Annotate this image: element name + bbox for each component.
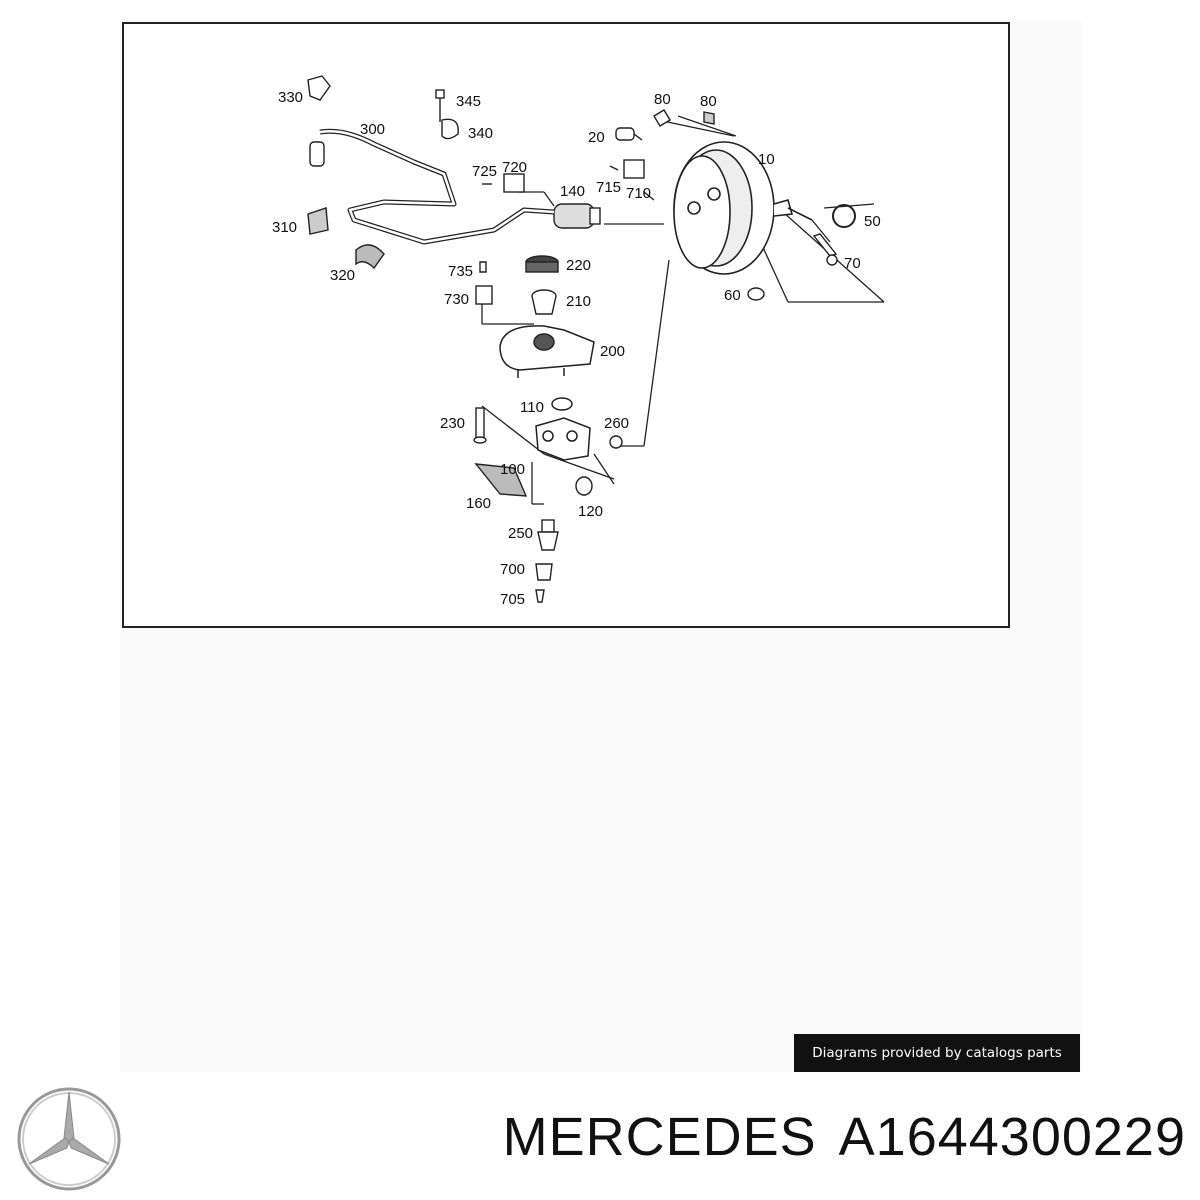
- callout-330: 330: [278, 89, 303, 106]
- callout-140: 140: [560, 183, 585, 200]
- brake-booster: [673, 141, 813, 275]
- mercedes-star-icon: [17, 1087, 121, 1191]
- callout-310: 310: [272, 219, 297, 236]
- callout-20: 20: [588, 129, 605, 146]
- callout-80b: 80: [700, 93, 717, 110]
- parts-diagram-frame: 330 345 340 300 20 80 80 10 725 720 715 …: [122, 22, 1010, 628]
- callout-720: 720: [502, 159, 527, 176]
- callout-160: 160: [466, 495, 491, 512]
- callout-220: 220: [566, 257, 591, 274]
- callout-labels: 330 345 340 300 20 80 80 10 725 720 715 …: [272, 89, 881, 608]
- callout-735: 735: [448, 263, 473, 280]
- callout-250: 250: [508, 525, 533, 542]
- callout-340: 340: [468, 125, 493, 142]
- part-title: MERCEDES A1644300229: [503, 1106, 1186, 1168]
- callout-210: 210: [566, 293, 591, 310]
- callout-80a: 80: [654, 91, 671, 108]
- credit-banner: Diagrams provided by catalogs parts: [794, 1034, 1080, 1072]
- callout-705: 705: [500, 591, 525, 608]
- credit-text: Diagrams provided by catalogs parts: [812, 1045, 1062, 1061]
- callout-110: 110: [520, 399, 544, 416]
- fluid-reservoir: [499, 325, 595, 378]
- callout-710: 710: [626, 185, 651, 202]
- parts-diagram: 330 345 340 300 20 80 80 10 725 720 715 …: [272, 75, 885, 608]
- callout-300: 300: [360, 121, 385, 138]
- callout-60: 60: [724, 287, 741, 304]
- callout-10: 10: [758, 151, 775, 168]
- callout-320: 320: [330, 267, 355, 284]
- brand-name: MERCEDES: [502, 1107, 817, 1167]
- callout-230: 230: [440, 415, 465, 432]
- callout-345: 345: [456, 93, 481, 110]
- callout-120: 120: [578, 503, 603, 520]
- callout-260: 260: [604, 415, 629, 432]
- callout-200: 200: [600, 343, 625, 360]
- callout-730: 730: [444, 291, 469, 308]
- callout-50: 50: [864, 213, 881, 230]
- callout-715: 715: [596, 179, 621, 196]
- callout-700: 700: [500, 561, 525, 578]
- part-number: A1644300229: [838, 1107, 1186, 1167]
- callout-70: 70: [844, 255, 861, 272]
- callout-100: 100: [500, 461, 525, 478]
- master-cylinder: [535, 397, 591, 461]
- callout-725: 725: [472, 163, 497, 180]
